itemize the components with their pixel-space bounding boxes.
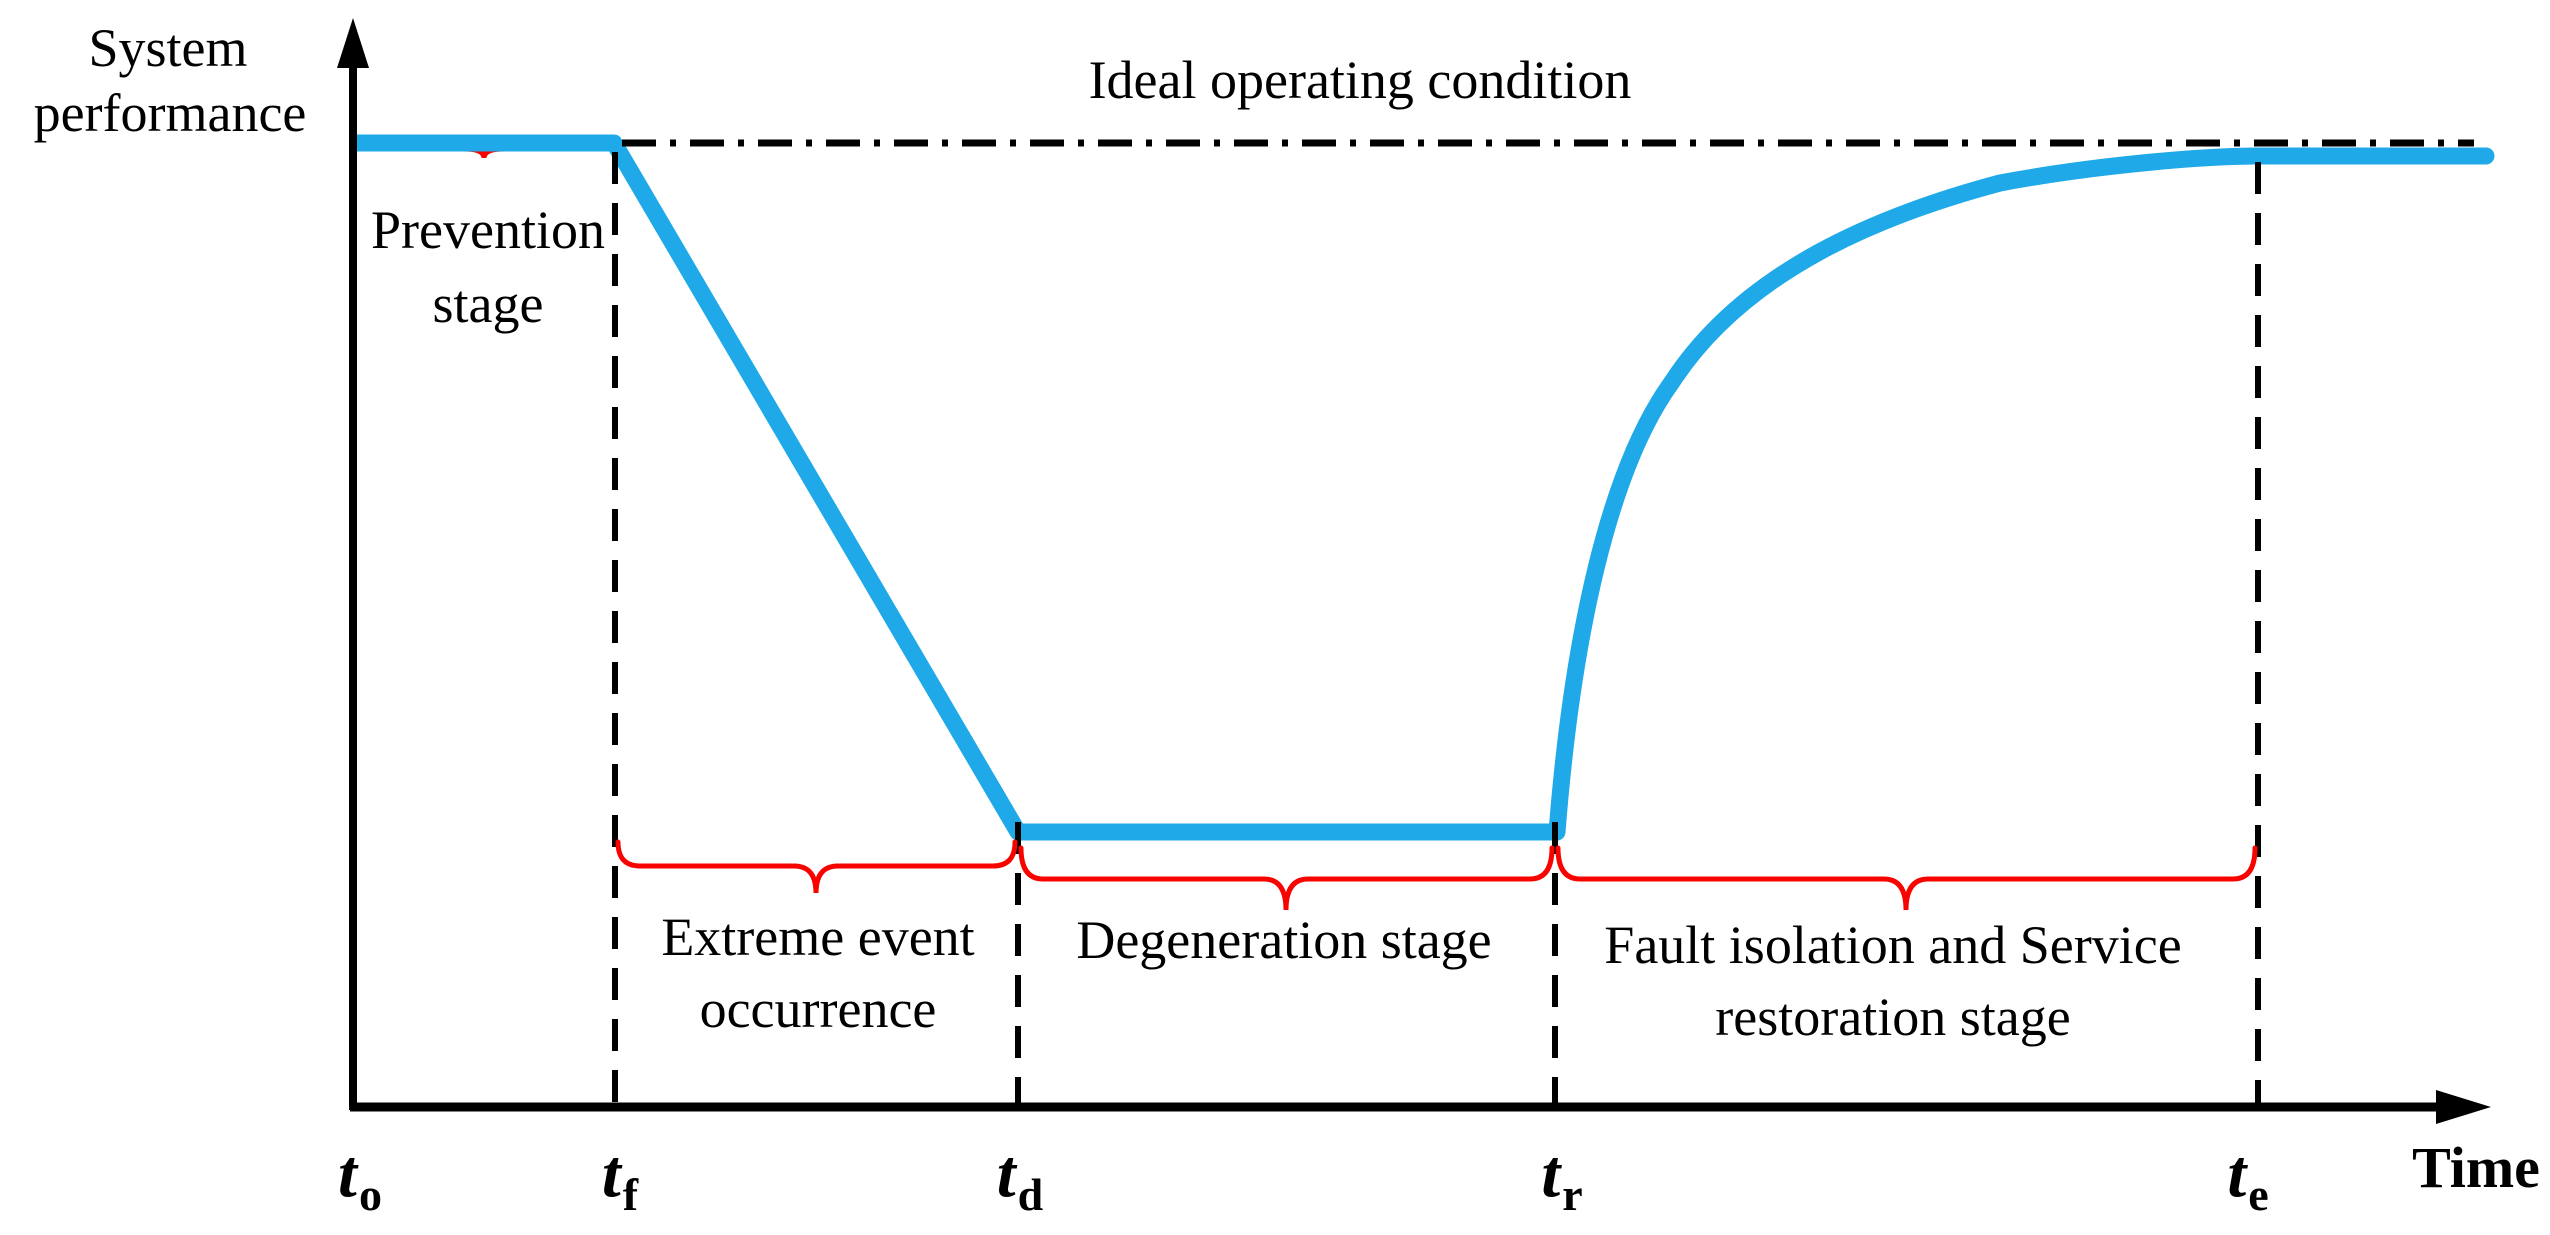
prevention-stage-label-line2: stage — [433, 274, 544, 334]
restoration-stage-label-line1: Fault isolation and Service — [1604, 915, 2181, 975]
te-label: te — [2227, 1135, 2268, 1220]
y-axis-arrowhead — [337, 18, 369, 68]
extreme-event-brace — [615, 839, 1018, 894]
t0-label: to — [338, 1135, 382, 1220]
ideal-condition-label: Ideal operating condition — [1089, 50, 1632, 110]
x-axis-arrowhead — [2436, 1090, 2491, 1124]
extreme-event-label-line2: occurrence — [700, 979, 937, 1039]
y-axis-title-line1: System — [88, 18, 247, 78]
restoration-brace — [1555, 845, 2258, 911]
y-axis-title-line2: performance — [34, 83, 307, 143]
performance-curve — [349, 134, 2495, 841]
extreme-event-label-line1: Extreme event — [661, 907, 974, 967]
time-axis-label: Time — [2412, 1135, 2540, 1200]
prevention-stage-label-line1: Prevention — [371, 200, 605, 260]
degeneration-stage-label: Degeneration stage — [1076, 910, 1491, 970]
td-label: td — [997, 1135, 1044, 1220]
tr-label: tr — [1541, 1135, 1582, 1220]
restoration-stage-label-line2: restoration stage — [1715, 987, 2070, 1047]
degeneration-brace — [1018, 845, 1555, 911]
tf-label: tf — [602, 1135, 639, 1220]
